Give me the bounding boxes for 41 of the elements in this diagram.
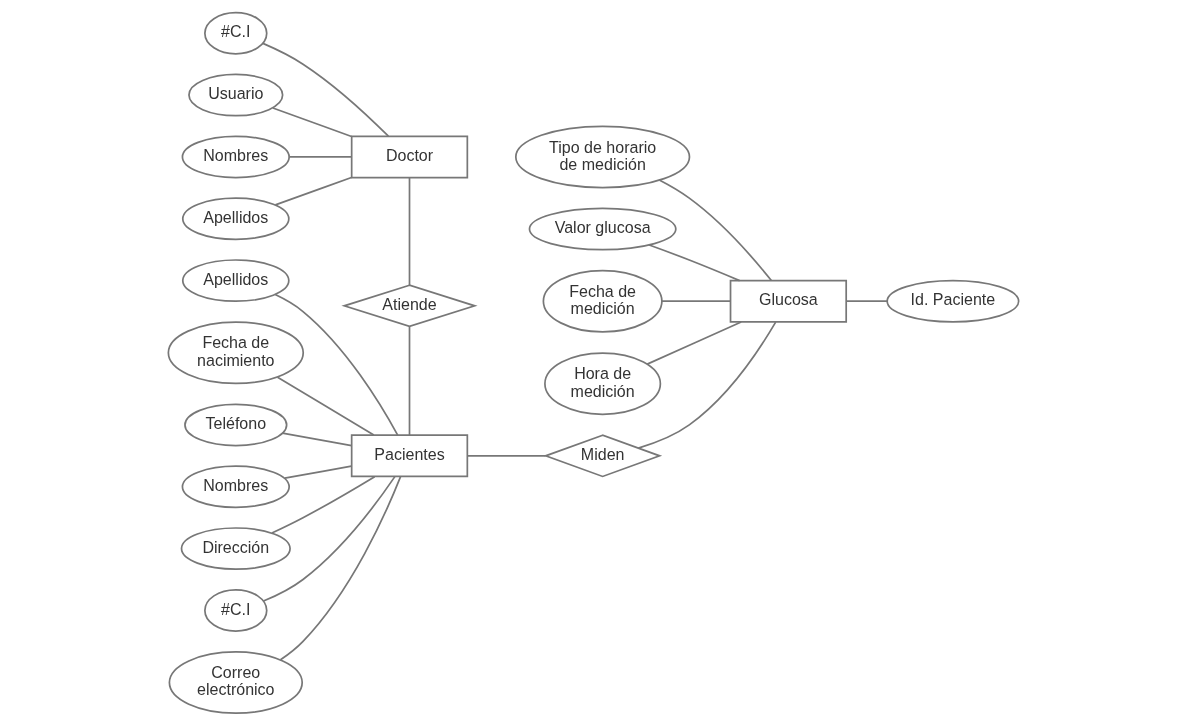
node-box: Pacientes <box>350 434 469 478</box>
connector <box>272 107 353 138</box>
node-diamond: Atiende <box>341 284 478 328</box>
connector <box>283 465 353 479</box>
connector <box>262 42 390 138</box>
node-ellipse: #C.I <box>204 11 268 55</box>
connector <box>288 156 353 158</box>
node-ellipse: Apellidos <box>181 197 290 241</box>
node-ellipse: Valor glucosa <box>528 207 677 251</box>
connector <box>262 475 396 602</box>
connector <box>845 300 888 303</box>
connector <box>648 244 741 282</box>
connector <box>281 432 353 447</box>
connector <box>274 293 399 436</box>
connector <box>276 376 375 436</box>
node-ellipse: Apellidos <box>181 259 290 303</box>
node-ellipse: Nombres <box>181 465 290 509</box>
connector <box>646 321 743 365</box>
node-ellipse: Dirección <box>180 527 291 571</box>
connector <box>408 325 411 436</box>
connector <box>658 179 773 282</box>
connector <box>279 475 402 661</box>
connector <box>637 321 777 449</box>
connector <box>660 300 732 303</box>
node-box: Doctor <box>350 135 469 179</box>
connector <box>274 176 353 206</box>
node-ellipse: Id. Paciente <box>886 279 1020 323</box>
connector <box>466 454 547 457</box>
connector <box>271 475 376 534</box>
node-box: Glucosa <box>729 279 848 323</box>
node-ellipse: Nombres <box>181 135 290 179</box>
node-ellipse: Correo electrónico <box>168 651 304 715</box>
node-ellipse: Teléfono <box>184 403 288 447</box>
node-diamond: Miden <box>543 434 663 478</box>
connector <box>408 177 411 287</box>
node-ellipse: Tipo de horario de medición <box>514 125 691 189</box>
node-ellipse: Usuario <box>188 73 284 117</box>
node-ellipse: #C.I <box>204 588 268 632</box>
node-ellipse: Fecha de medición <box>542 269 663 333</box>
node-ellipse: Fecha de nacimiento <box>167 321 305 385</box>
node-ellipse: Hora de medición <box>544 352 662 416</box>
